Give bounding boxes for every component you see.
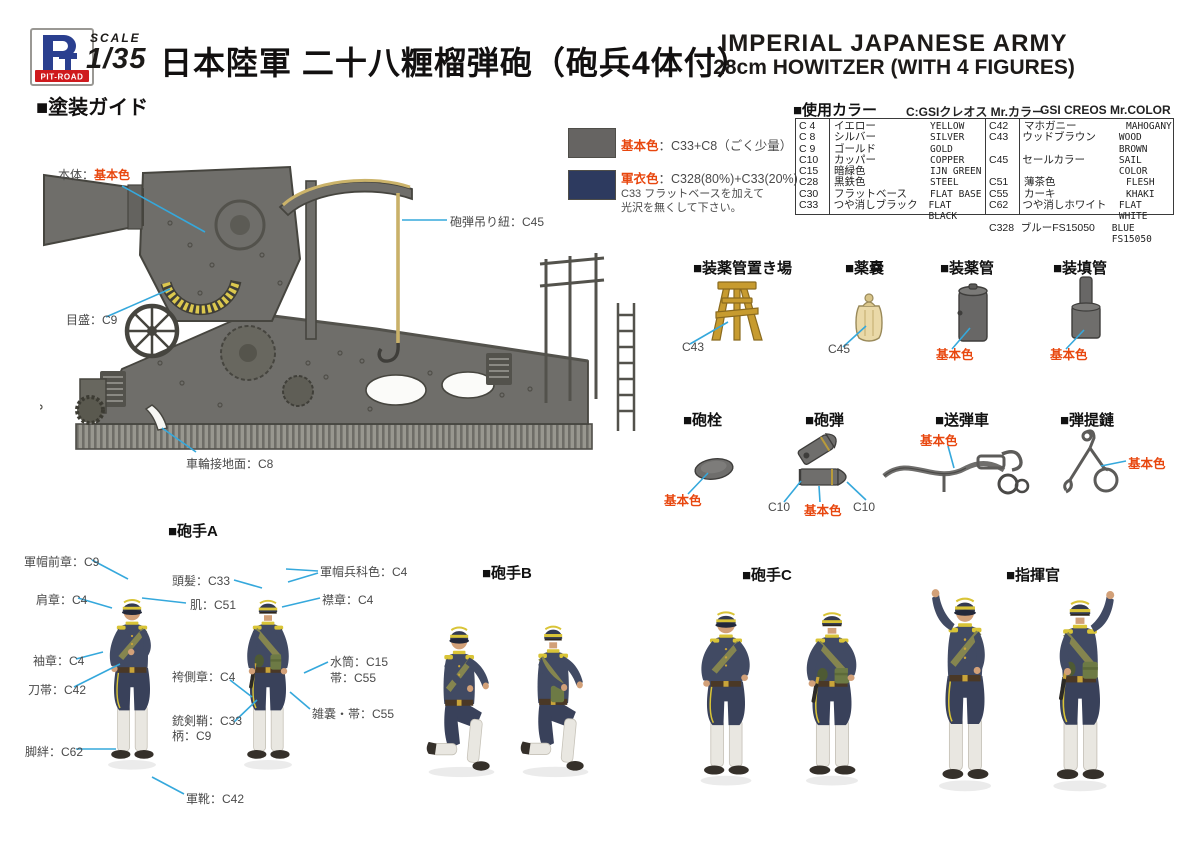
figure-commander-back (1053, 591, 1115, 792)
heading-powder-bag: ■薬嚢 (845, 260, 885, 277)
heading-breech-plug: ■砲栓 (683, 412, 723, 429)
shells-icon (797, 433, 847, 487)
shell-sling-icon (1063, 429, 1119, 494)
heading-gunner-c: ■砲手C (742, 567, 792, 584)
callout-boots: 軍靴：C42 (186, 792, 245, 806)
base-color-formula: 基本色：C33+C8（ごく少量） (621, 139, 793, 153)
label-shell-base-color: 基本色 (804, 504, 842, 518)
callout-gaiters: 脚絆：C62 (25, 745, 84, 759)
callout-haversack: 雑嚢・帯：C55 (312, 707, 395, 721)
label-shell-cart-color: 基本色 (920, 434, 958, 448)
heading-shell-sling: ■弾提鏈 (1060, 412, 1115, 429)
label-charge-tube-color: 基本色 (936, 348, 974, 362)
callout-collar-badge: 襟章：C4 (322, 593, 374, 607)
paint-guide-heading: ■塗装ガイド (36, 97, 149, 119)
label-rack-color: C43 (682, 340, 705, 354)
callout-howitzer-body: 本体：基本色 (58, 168, 131, 182)
callout-cap-front-badge: 軍帽前章：C9 (24, 555, 100, 569)
figure-gunner-a-back (244, 599, 292, 770)
figure-gunner-c-front (700, 611, 752, 786)
callout-trouser-stripe: 袴側章：C4 (172, 670, 236, 684)
heading-commander: ■指揮官 (1006, 567, 1061, 584)
label-shell-sling-color: 基本色 (1128, 457, 1166, 471)
title-english: IMPERIAL JAPANESE ARMY 28cm HOWITZER (WI… (678, 31, 1110, 80)
callout-sword-belt: 刀帯：C42 (28, 683, 87, 697)
breech-plug-icon (694, 458, 734, 480)
loading-tube-icon (1071, 276, 1101, 339)
howitzer-illustration (40, 165, 636, 450)
label-breech-plug-color: 基本色 (664, 494, 702, 508)
uniform-color-formula: 軍衣色：C328(80%)+C33(20%) (621, 172, 798, 186)
uniform-color-note1: C33 フラットベースを加えて (621, 188, 765, 200)
heading-gunner-b: ■砲手B (482, 565, 532, 582)
callout-sleeve-chevron: 袖章：C4 (33, 654, 85, 668)
heading-charge-tube: ■装薬管 (940, 260, 995, 277)
figure-gunner-a-front (108, 599, 156, 770)
callout-bayonet-scabbard: 銃剣鞘：C33 (172, 714, 243, 728)
callout-canteen: 水筒：C15 (330, 655, 389, 669)
color-table-subtitle-en: GSI CREOS Mr.COLOR (1040, 103, 1171, 117)
label-loading-tube-color: 基本色 (1050, 348, 1088, 362)
callout-canteen-strap: 帯：C55 (330, 671, 377, 685)
callout-skin: 肌：C51 (190, 598, 237, 612)
scale-value: 1/35 (86, 43, 147, 75)
callout-hair: 頭髪：C33 (172, 574, 231, 588)
figure-gunner-b-front (426, 626, 495, 778)
label-shell-c10-right: C10 (853, 500, 876, 514)
color-table-subtitle-jp: C:GSIクレオス Mr.カラー (906, 105, 1045, 119)
uniform-color-note2: 光沢を無くして下さい。 (621, 202, 742, 214)
callout-scale-arc: 目盛：C9 (66, 313, 118, 327)
figure-gunner-c-back (806, 612, 858, 786)
charge-rack-icon (711, 281, 763, 341)
heading-loading-tube: ■装填管 (1053, 260, 1108, 277)
pit-road-logo: PIT-ROAD (30, 28, 94, 86)
uniform-color-swatch (568, 170, 616, 200)
color-table-title: ■使用カラー (793, 102, 878, 119)
figure-gunner-b-back (520, 625, 589, 778)
heading-gunner-a: ■砲手A (168, 523, 218, 540)
title-english-line1: IMPERIAL JAPANESE ARMY (720, 30, 1068, 57)
label-shell-c10-left: C10 (768, 500, 791, 514)
callout-bayonet-grip: 柄：C9 (172, 729, 212, 743)
scale-label: SCALE (90, 31, 141, 45)
label-bag-color: C45 (828, 342, 851, 356)
shell-cart-icon (882, 450, 1030, 495)
callout-shell-rope: 砲弾吊り紐：C45 (450, 215, 545, 229)
logo-text: PIT-ROAD (40, 73, 83, 82)
title-english-line2: 28cm HOWITZER (WITH 4 FIGURES) (713, 55, 1075, 79)
callout-shoulder-board: 肩章：C4 (36, 593, 88, 607)
callout-cap-branch-color: 軍帽兵科色：C4 (320, 565, 408, 579)
heading-shell-cart: ■送弾車 (935, 412, 990, 429)
figure-commander-front (931, 589, 991, 792)
heading-shell: ■砲弾 (805, 412, 845, 429)
callout-wheel-contact: 車輪接地面：C8 (186, 457, 274, 471)
charge-tube-icon (957, 283, 988, 342)
heading-charge-rack: ■装薬管置き場 (693, 260, 793, 277)
base-color-swatch (568, 128, 616, 158)
powder-bag-icon (855, 293, 883, 342)
title-japanese: 日本陸軍 二十八糎榴弾砲（砲兵4体付） (160, 45, 750, 81)
